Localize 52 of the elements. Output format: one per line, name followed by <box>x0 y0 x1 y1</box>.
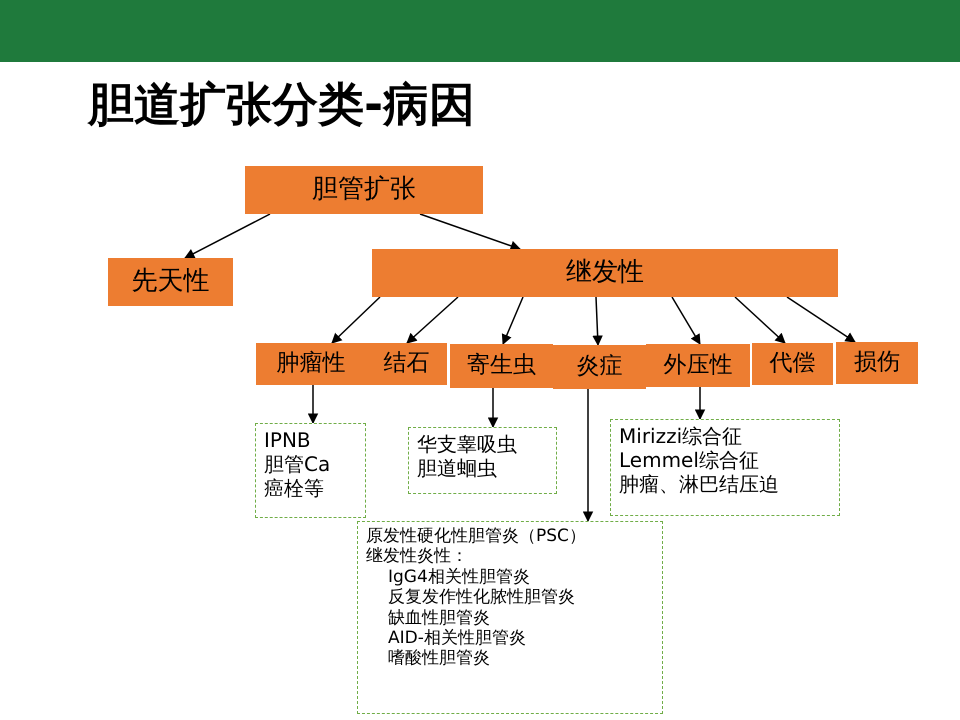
detail-box <box>408 427 557 494</box>
list-item: Lemmel综合征 <box>619 448 759 472</box>
list-item: 嗜酸性胆管炎 <box>387 648 490 669</box>
category-box <box>752 343 833 385</box>
list-item: IPNB <box>264 428 311 452</box>
arrow <box>694 387 706 420</box>
arrow <box>488 388 498 428</box>
category-box <box>372 249 838 297</box>
list-item: AID-相关性胆管炎 <box>387 628 526 648</box>
arrow <box>502 296 524 345</box>
category-box <box>245 166 483 214</box>
category-label: 肿瘤性 <box>276 350 346 378</box>
arrow <box>671 296 701 345</box>
list-item: 缺血性胆管炎 <box>387 608 490 628</box>
arrow <box>406 296 458 344</box>
category-label: 寄生虫 <box>467 352 536 380</box>
list-item: 癌栓等 <box>264 476 324 500</box>
list-item: 胆道蛔虫 <box>417 456 497 480</box>
arrow <box>420 213 521 251</box>
list-item: 继发性炎性： <box>366 546 468 567</box>
list-item: 胆管Ca <box>264 452 330 476</box>
arrow <box>786 296 856 343</box>
category-box <box>366 343 447 385</box>
category-box <box>108 258 233 306</box>
category-box <box>646 344 750 387</box>
arrow <box>582 389 594 522</box>
category-label: 损伤 <box>854 349 900 377</box>
list-item: IgG4相关性胆管炎 <box>387 566 530 588</box>
list-item: 原发性硬化性胆管炎（PSC） <box>366 526 586 546</box>
category-label: 结石 <box>384 350 430 378</box>
category-box <box>256 343 366 385</box>
category-label: 外压性 <box>664 352 732 380</box>
arrow <box>331 296 381 344</box>
detail-box <box>610 419 840 516</box>
category-box <box>450 344 553 388</box>
list-item: 华支睾吸虫 <box>417 432 517 456</box>
category-label: 先天性 <box>132 266 210 298</box>
category-label: 炎症 <box>576 353 622 381</box>
slide-title: 胆道扩张分类-病因 <box>88 76 476 133</box>
list-item: 肿瘤、淋巴结压迫 <box>619 472 779 496</box>
detail-box <box>357 521 663 714</box>
category-label: 代偿 <box>770 350 816 378</box>
list-item: Mirizzi综合征 <box>619 424 742 448</box>
detail-box <box>255 423 366 518</box>
arrow <box>592 296 603 346</box>
arrow <box>308 385 318 424</box>
category-box <box>836 342 918 384</box>
arrow <box>184 213 270 259</box>
category-label: 继发性 <box>566 257 644 289</box>
category-label: 胆管扩张 <box>312 174 416 206</box>
list-item: 反复发作性化脓性胆管炎 <box>387 587 575 608</box>
arrow <box>734 296 786 344</box>
